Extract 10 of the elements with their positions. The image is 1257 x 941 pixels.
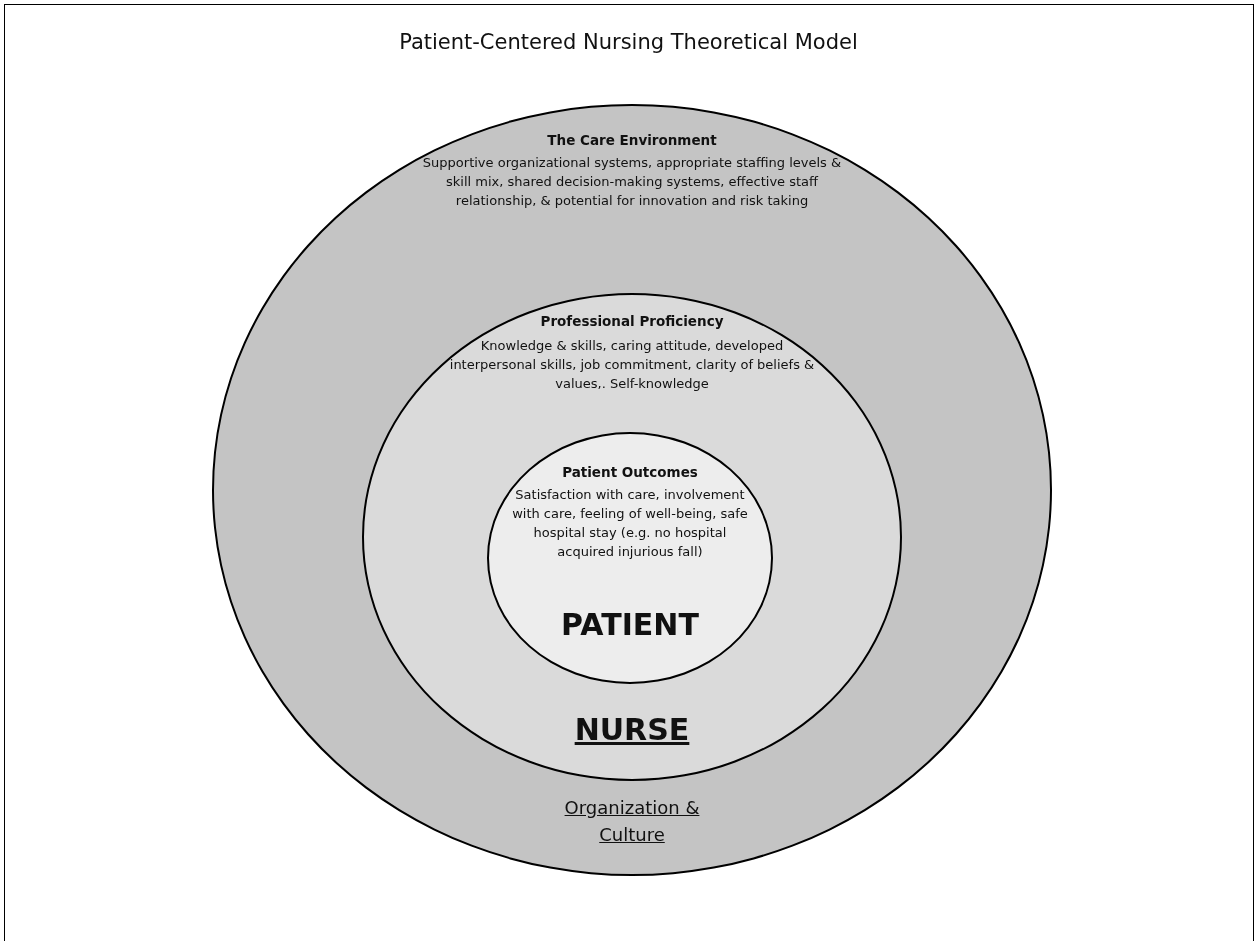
circle-label: Organization & Culture bbox=[563, 796, 701, 847]
description-text: Supportive organizational systems, appropriate staffing levels & skill mix, shared decision-making systems, effective staff relationship, & potential for innovation and risk taking bbox=[421, 154, 843, 210]
section-heading: The Care Environment bbox=[546, 132, 718, 148]
circle-label: NURSE bbox=[573, 711, 691, 749]
section-heading: Patient Outcomes bbox=[561, 464, 699, 480]
description-text: Satisfaction with care, involvement with care, feeling of well-being, safe hospital stay (e.g. no hospital acquired injurious fall) bbox=[512, 486, 748, 561]
description-text: Knowledge & skills, caring attitude, developed interpersonal skills, job commitment, clarity of beliefs & values,. Self-knowledge bbox=[448, 337, 816, 393]
section-heading: Professional Proficiency bbox=[539, 313, 725, 329]
diagram-title: Patient-Centered Nursing Theoretical Model bbox=[398, 30, 859, 54]
circle-label: PATIENT bbox=[560, 606, 700, 644]
